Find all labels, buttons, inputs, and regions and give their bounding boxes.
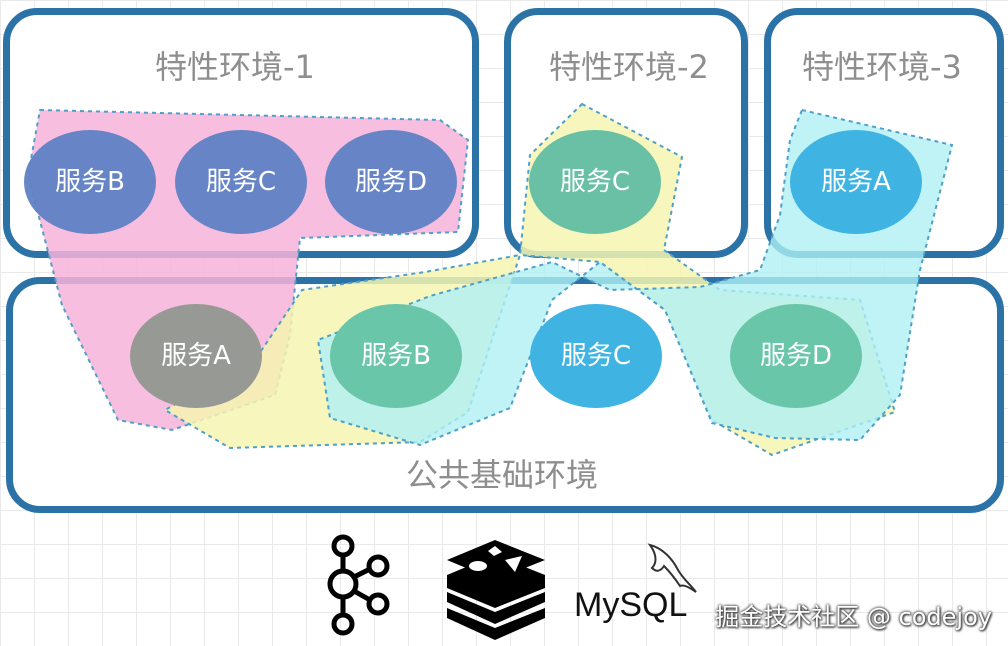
service-label: 服务D [760, 341, 832, 371]
service-node [175, 130, 307, 234]
feature-env-2-title: 特性环境-2 [549, 48, 709, 86]
service-node [529, 130, 661, 234]
service-node [325, 130, 457, 234]
mysql-logo-text: MySQL [574, 586, 688, 624]
redis-icon [447, 540, 545, 640]
feature-env-3-title: 特性环境-3 [802, 48, 962, 86]
service-label: 服务A [821, 167, 891, 197]
kafka-icon [327, 534, 390, 636]
service-label: 服务D [355, 167, 427, 197]
common-env-title: 公共基础环境 [406, 456, 599, 494]
service-label: 服务B [55, 167, 125, 197]
service-node [530, 304, 662, 408]
mysql-dolphin-icon [647, 543, 697, 593]
service-label: 服务C [206, 167, 276, 197]
service-node [24, 130, 156, 234]
watermark-text: 掘金技术社区 @ codejoy [715, 603, 992, 631]
service-label: 服务A [161, 341, 231, 371]
service-node [730, 304, 862, 408]
service-label: 服务B [361, 341, 431, 371]
feature-env-1-title: 特性环境-1 [155, 48, 315, 86]
service-label: 服务C [561, 341, 631, 371]
service-node [130, 304, 262, 408]
service-node [790, 130, 922, 234]
service-label: 服务C [560, 167, 630, 197]
service-node [330, 304, 462, 408]
